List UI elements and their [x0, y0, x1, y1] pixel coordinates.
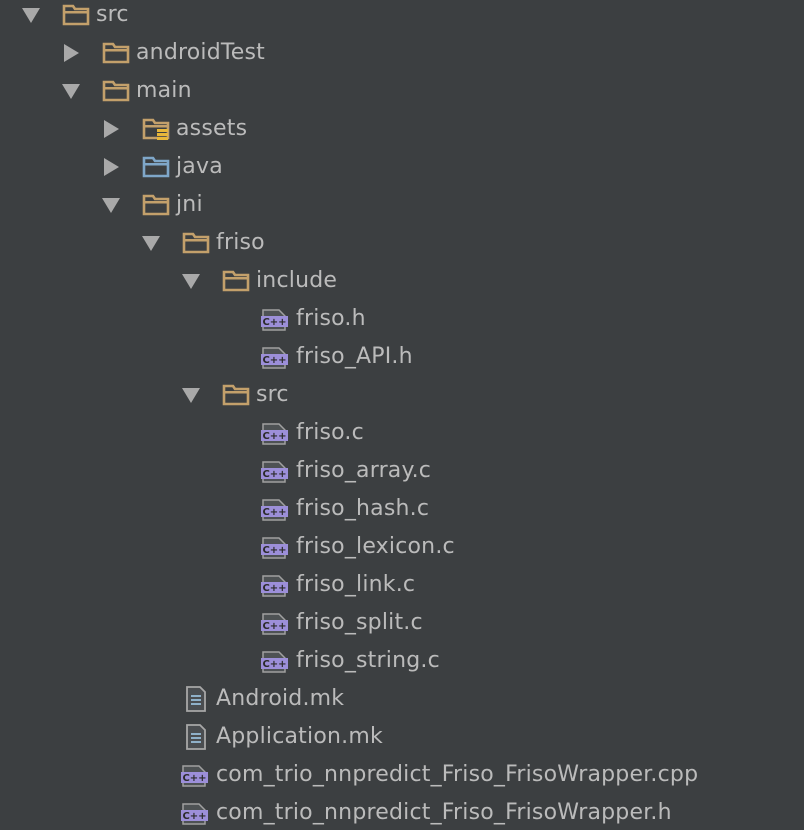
expand-arrow-right-icon[interactable] [100, 156, 122, 178]
svg-text:C++: C++ [262, 659, 286, 670]
tree-item-label: assets [176, 116, 248, 141]
tree-folder-row[interactable]: friso [0, 224, 804, 262]
tree-file-row[interactable]: C++ friso_array.c [0, 452, 804, 490]
tree-file-row[interactable]: C++ friso_string.c [0, 642, 804, 680]
tree-folder-row[interactable]: java [0, 148, 804, 186]
tree-item-label: src [256, 382, 289, 407]
tree-item-label: Android.mk [216, 686, 345, 711]
cpp-file-icon: C++ [180, 801, 210, 830]
svg-text:C++: C++ [262, 469, 286, 480]
tree-folder-row[interactable]: jni [0, 186, 804, 224]
expand-arrow-down-icon[interactable] [20, 4, 42, 26]
tree-file-row[interactable]: C++ friso_hash.c [0, 490, 804, 528]
tree-item-label: src [96, 2, 129, 27]
svg-text:C++: C++ [262, 621, 286, 632]
tree-folder-row[interactable]: src [0, 376, 804, 414]
cpp-file-icon: C++ [260, 459, 290, 497]
tree-folder-row[interactable]: androidTest [0, 34, 804, 72]
expand-arrow-down-icon[interactable] [60, 80, 82, 102]
cpp-file-icon: C++ [260, 611, 290, 649]
svg-text:C++: C++ [262, 317, 286, 328]
cpp-file-icon: C++ [260, 497, 290, 535]
expand-arrow-down-icon[interactable] [180, 270, 202, 292]
tree-item-label: java [176, 154, 223, 179]
tree-file-row[interactable]: C++ friso_lexicon.c [0, 528, 804, 566]
tree-item-label: include [256, 268, 338, 293]
tree-item-label: friso_API.h [296, 344, 413, 369]
cpp-file-icon: C++ [260, 421, 290, 459]
svg-text:C++: C++ [262, 355, 286, 366]
cpp-file-icon: C++ [260, 307, 290, 345]
tree-item-label: androidTest [136, 40, 266, 65]
tree-item-label: com_trio_nnpredict_Friso_FrisoWrapper.h [216, 800, 672, 825]
tree-item-label: jni [176, 192, 203, 217]
tree-file-row[interactable]: C++ friso.c [0, 414, 804, 452]
tree-file-row[interactable]: C++ friso.h [0, 300, 804, 338]
tree-item-label: friso_lexicon.c [296, 534, 455, 559]
source-folder-icon [142, 154, 170, 192]
tree-file-row[interactable]: Android.mk [0, 680, 804, 718]
svg-text:C++: C++ [262, 507, 286, 518]
tree-item-label: friso.h [296, 306, 366, 331]
tree-folder-row[interactable]: main [0, 72, 804, 110]
expand-arrow-down-icon[interactable] [140, 232, 162, 254]
tree-item-label: friso.c [296, 420, 364, 445]
svg-text:C++: C++ [262, 431, 286, 442]
cpp-file-icon: C++ [260, 535, 290, 573]
text-file-icon [184, 723, 208, 764]
text-file-icon [184, 685, 208, 726]
folder-icon [102, 78, 130, 116]
tree-file-row[interactable]: C++ friso_split.c [0, 604, 804, 642]
svg-text:C++: C++ [262, 545, 286, 556]
tree-item-label: friso_hash.c [296, 496, 430, 521]
svg-text:C++: C++ [182, 773, 206, 784]
tree-file-row[interactable]: C++ friso_API.h [0, 338, 804, 376]
cpp-file-icon: C++ [260, 345, 290, 383]
cpp-file-icon: C++ [260, 649, 290, 687]
expand-arrow-right-icon[interactable] [60, 42, 82, 64]
tree-item-label: friso_split.c [296, 610, 423, 635]
folder-icon [142, 192, 170, 230]
expand-arrow-down-icon[interactable] [180, 384, 202, 406]
tree-item-label: com_trio_nnpredict_Friso_FrisoWrapper.cp… [216, 762, 699, 787]
tree-file-row[interactable]: C++ friso_link.c [0, 566, 804, 604]
tree-item-label: main [136, 78, 192, 103]
tree-file-row[interactable]: C++ com_trio_nnpredict_Friso_FrisoWrappe… [0, 794, 804, 830]
tree-folder-row[interactable]: src [0, 0, 804, 34]
folder-icon [102, 40, 130, 78]
tree-folder-row[interactable]: include [0, 262, 804, 300]
tree-file-row[interactable]: Application.mk [0, 718, 804, 756]
folder-icon [62, 2, 90, 40]
tree-item-label: friso_array.c [296, 458, 432, 483]
tree-item-label: Application.mk [216, 724, 383, 749]
resource-folder-icon [142, 116, 170, 154]
tree-folder-row[interactable]: assets [0, 110, 804, 148]
svg-text:C++: C++ [182, 811, 206, 822]
folder-icon [222, 268, 250, 306]
expand-arrow-right-icon[interactable] [100, 118, 122, 140]
expand-arrow-down-icon[interactable] [100, 194, 122, 216]
cpp-file-icon: C++ [180, 763, 210, 801]
folder-icon [182, 230, 210, 268]
tree-file-row[interactable]: C++ com_trio_nnpredict_Friso_FrisoWrappe… [0, 756, 804, 794]
tree-item-label: friso_string.c [296, 648, 440, 673]
tree-item-label: friso [216, 230, 265, 255]
folder-icon [222, 382, 250, 420]
tree-item-label: friso_link.c [296, 572, 416, 597]
cpp-file-icon: C++ [260, 573, 290, 611]
svg-text:C++: C++ [262, 583, 286, 594]
